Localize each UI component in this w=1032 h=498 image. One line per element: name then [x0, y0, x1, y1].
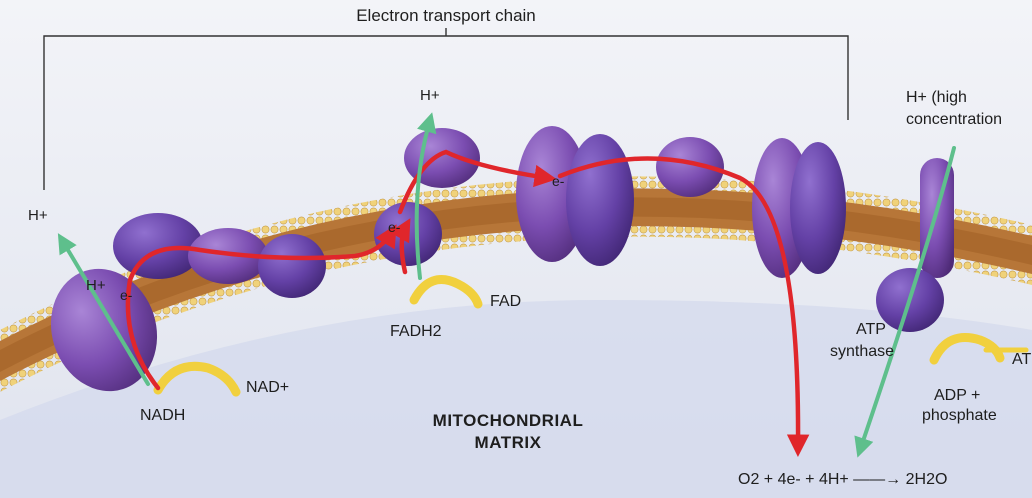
label-h-plus-high-line1: H+ (high: [906, 89, 967, 106]
label-fad: FAD: [490, 293, 521, 310]
label-adp-line1: ADP +: [934, 387, 980, 404]
label-atp-partial: AT: [1012, 351, 1031, 368]
label-h-plus-high-line2: concentration: [906, 111, 1002, 128]
label-atp-synthase-line1: ATP: [856, 321, 886, 338]
label-electron-mid: e-: [552, 173, 565, 189]
label-h-plus-inner: H+: [86, 277, 106, 294]
label-h-plus-far-left: H+: [28, 207, 48, 224]
label-adp-line2: phosphate: [922, 407, 997, 424]
label-matrix-line2: MATRIX: [475, 433, 542, 452]
label-atp-synthase-line2: synthase: [830, 343, 894, 360]
equation: O2 + 4e- + 4H+ ——→ 2H2O: [738, 471, 947, 488]
label-electron-complex-one: e-: [120, 287, 133, 303]
label-fadh2: FADH2: [390, 323, 442, 340]
label-electron-complex-two: e-: [388, 219, 401, 235]
label-nadh: NADH: [140, 407, 185, 424]
label-matrix-line1: MITOCHONDRIAL: [433, 411, 584, 430]
label-nad-plus: NAD+: [246, 379, 289, 396]
diagram-title: Electron transport chain: [356, 6, 536, 25]
label-h-plus-top: H+: [420, 87, 440, 104]
complex-three: [516, 126, 634, 266]
